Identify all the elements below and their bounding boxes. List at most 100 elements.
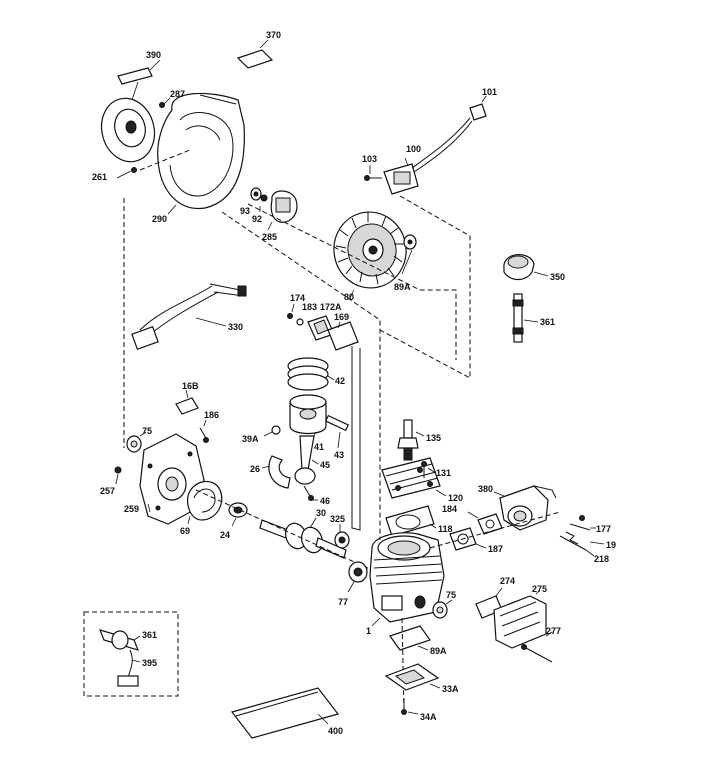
plate-169 xyxy=(327,321,359,351)
screw-174 xyxy=(287,303,295,319)
callout-34a: 34A xyxy=(420,712,437,722)
callout-177: 177 xyxy=(596,524,611,534)
washer-183 xyxy=(296,318,304,326)
inset-box xyxy=(83,611,179,697)
callout-120: 120 xyxy=(448,493,463,503)
callout-89a-top: 89A xyxy=(394,282,411,292)
callout-187: 187 xyxy=(488,544,503,554)
callout-400: 400 xyxy=(328,726,343,736)
callout-118: 118 xyxy=(438,524,453,534)
callout-42: 42 xyxy=(335,376,345,386)
callout-135: 135 xyxy=(426,433,441,443)
nut-92 xyxy=(259,194,268,212)
callout-33a: 33A xyxy=(442,684,459,694)
connecting-rod-45 xyxy=(294,435,319,485)
decal-370 xyxy=(236,39,274,69)
callout-259: 259 xyxy=(124,504,139,514)
callout-131: 131 xyxy=(436,468,451,478)
pushrod-line xyxy=(351,346,361,531)
callout-257: 257 xyxy=(100,486,115,496)
callout-39a: 39A xyxy=(242,434,259,444)
screw-257 xyxy=(114,466,122,485)
screw-34a xyxy=(401,698,419,715)
breather-16b xyxy=(175,389,199,415)
callout-92: 92 xyxy=(252,214,262,224)
lock-39a xyxy=(263,425,281,437)
callout-275: 275 xyxy=(532,584,547,594)
callout-45: 45 xyxy=(320,460,330,470)
callout-41: 41 xyxy=(314,442,324,452)
callout-218: 218 xyxy=(594,554,609,564)
starter-cup-285 xyxy=(267,190,298,231)
callout-395: 395 xyxy=(142,658,157,668)
callout-172a: 172A xyxy=(320,302,342,312)
callout-30: 30 xyxy=(316,508,326,518)
callout-361-inset: 361 xyxy=(142,630,157,640)
callout-101: 101 xyxy=(482,87,497,97)
screw-186 xyxy=(199,419,209,443)
crankshaft-30 xyxy=(259,517,347,559)
callout-169: 169 xyxy=(334,312,349,322)
callout-19: 19 xyxy=(606,540,616,550)
wire-route-dashed xyxy=(379,195,471,379)
callout-75-right: 75 xyxy=(446,590,456,600)
spark-plug-boot-101 xyxy=(469,95,487,121)
callout-93: 93 xyxy=(240,206,250,216)
callout-75-left: 75 xyxy=(142,426,152,436)
head-gasket-118 xyxy=(385,505,437,537)
callout-287: 287 xyxy=(170,89,185,99)
callout-69: 69 xyxy=(180,526,190,536)
piston-41 xyxy=(289,394,327,441)
screw-103 xyxy=(364,165,382,181)
callout-183: 183 xyxy=(302,302,317,312)
primer-350 xyxy=(503,254,549,281)
screw-277 xyxy=(521,631,553,663)
callout-330: 330 xyxy=(228,322,243,332)
callout-277: 277 xyxy=(546,626,561,636)
gear-325 xyxy=(334,524,350,549)
callout-370: 370 xyxy=(266,30,281,40)
alignment-line-center xyxy=(221,211,381,540)
ignition-module-100 xyxy=(383,117,473,195)
callout-26: 26 xyxy=(250,464,260,474)
cylinder-head-120 xyxy=(381,457,447,499)
callout-390: 390 xyxy=(146,50,161,60)
nut-89a-top xyxy=(401,234,417,275)
callout-380: 380 xyxy=(478,484,493,494)
manual-400 xyxy=(230,687,340,739)
link-177 xyxy=(569,515,596,531)
callout-361-top: 361 xyxy=(540,317,555,327)
callout-80: 80 xyxy=(344,292,354,302)
bearing-77 xyxy=(347,561,368,593)
blower-housing-290 xyxy=(139,92,245,215)
cover-33a xyxy=(384,663,441,691)
callout-350: 350 xyxy=(550,272,565,282)
bearing-24 xyxy=(228,502,248,527)
callout-261: 261 xyxy=(92,172,107,182)
callout-174: 174 xyxy=(290,293,305,303)
primer-line-361-top xyxy=(512,293,539,343)
muffler-275 xyxy=(493,589,547,649)
spark-plug-135 xyxy=(397,419,425,461)
screw-261 xyxy=(116,167,137,179)
gasket-69 xyxy=(187,480,223,525)
piston-rings-42 xyxy=(287,357,335,391)
callout-274: 274 xyxy=(500,576,515,586)
callout-100: 100 xyxy=(406,144,421,154)
callout-325: 325 xyxy=(330,514,345,524)
callout-43: 43 xyxy=(334,450,344,460)
alignment-line-right xyxy=(247,203,457,360)
callout-285: 285 xyxy=(262,232,277,242)
nut-89a-bottom xyxy=(389,625,431,651)
callout-290: 290 xyxy=(152,214,167,224)
callout-184: 184 xyxy=(442,504,457,514)
flywheel-80 xyxy=(333,211,407,299)
callout-46: 46 xyxy=(320,496,330,506)
oil-seal-75-right xyxy=(432,599,453,619)
callout-89a-bottom: 89A xyxy=(430,646,447,656)
callout-24: 24 xyxy=(220,530,230,540)
callout-186: 186 xyxy=(204,410,219,420)
recoil-starter-390 xyxy=(100,59,161,163)
spring-19 xyxy=(565,531,605,545)
